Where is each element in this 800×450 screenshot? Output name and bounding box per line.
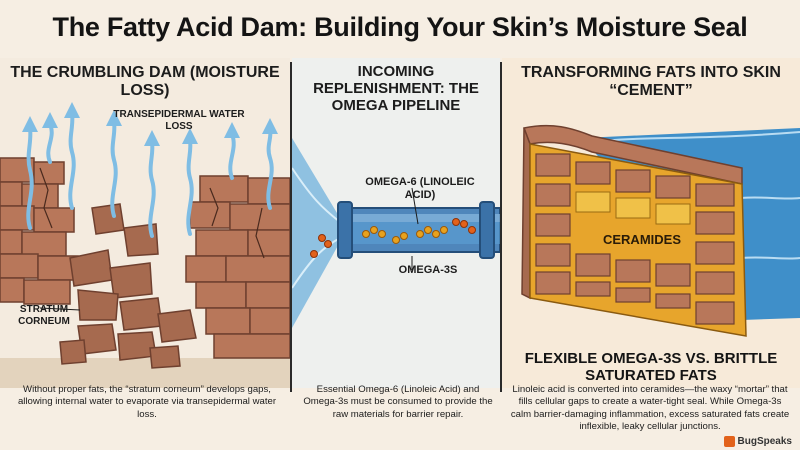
panel-divider-1 bbox=[290, 62, 292, 392]
caption-omega-pipeline: Essential Omega-6 (Linoleic Acid) and Om… bbox=[303, 384, 493, 420]
label-stratum-corneum: STRATUM CORNEUM bbox=[18, 304, 70, 327]
panel-title-crumbling-dam: THE CRUMBLING DAM (MOISTURE LOSS) bbox=[10, 64, 280, 99]
omega-6-molecules bbox=[362, 226, 448, 244]
panel-title-skin-cement: TRANSFORMING FATS INTO SKIN “CEMENT” bbox=[521, 64, 781, 99]
pipe bbox=[337, 201, 500, 259]
omega-3-molecules bbox=[310, 218, 476, 258]
logo-text: BugSpeaks bbox=[737, 436, 792, 447]
panel-omega-pipeline: INCOMING REPLENISHMENT: THE OMEGA PIPELI… bbox=[292, 58, 500, 388]
brick-wall-right bbox=[185, 175, 290, 359]
panel-divider-2 bbox=[500, 62, 502, 392]
brick-wall-sealed bbox=[535, 153, 735, 325]
brick-wall-left bbox=[0, 157, 79, 305]
caption-crumbling-dam: Without proper fats, the “stratum corneu… bbox=[17, 384, 277, 420]
panel-title-omega-pipeline: INCOMING REPLENISHMENT: THE OMEGA PIPELI… bbox=[313, 63, 479, 114]
logo: BugSpeaks bbox=[723, 436, 792, 447]
omega-pipeline-illustration bbox=[292, 138, 500, 328]
sealed-dam-illustration bbox=[521, 124, 800, 337]
label-ceramides: CERAMIDES bbox=[602, 232, 681, 247]
rubble bbox=[59, 203, 197, 369]
subheading-omega3-vs-saturated: FLEXIBLE OMEGA-3S VS. BRITTLE SATURATED … bbox=[524, 350, 778, 385]
bugspeaks-logo-icon bbox=[723, 436, 735, 447]
caption-skin-cement: Linoleic acid is converted into ceramide… bbox=[510, 384, 790, 433]
crumbling-dam-illustration bbox=[0, 102, 290, 388]
panel-crumbling-dam: THE CRUMBLING DAM (MOISTURE LOSS) bbox=[0, 58, 290, 388]
page-title: The Fatty Acid Dam: Building Your Skin’s… bbox=[52, 12, 748, 42]
label-omega-3: OMEGA-3S bbox=[398, 264, 458, 276]
panel-skin-cement: TRANSFORMING FATS INTO SKIN “CEMENT” bbox=[502, 58, 800, 388]
label-transepidermal-water-loss: TRANSEPIDERMAL WATER LOSS bbox=[113, 109, 245, 132]
label-omega-6: OMEGA-6 (LINOLEIC ACID) bbox=[365, 176, 475, 201]
